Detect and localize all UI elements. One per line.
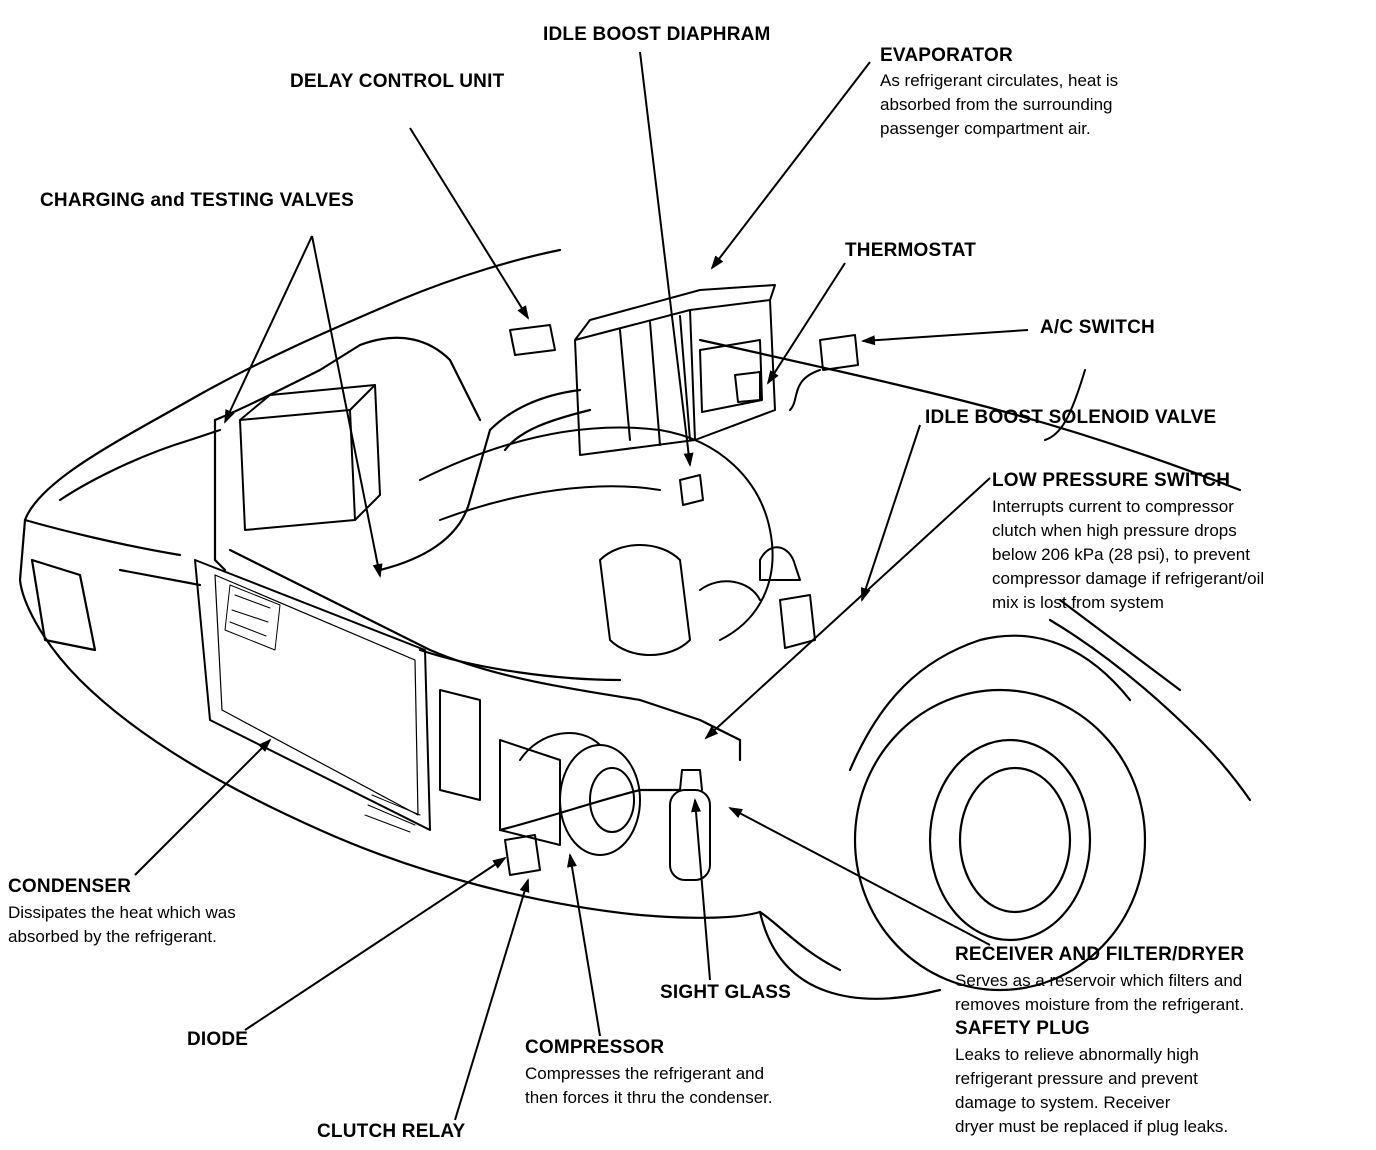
desc-line: passenger compartment air. [880,119,1091,138]
label-ac-switch: A/C SWITCH [1040,317,1155,338]
desc-line: Leaks to relieve abnormally high [955,1045,1199,1064]
desc-line: then forces it thru the condenser. [525,1088,773,1107]
desc-line: mix is lost from system [992,593,1164,612]
desc-evaporator: As refrigerant circulates, heat is absor… [880,69,1118,141]
desc-compressor: Compresses the refrigerant and then forc… [525,1062,773,1110]
desc-line: Compresses the refrigerant and [525,1064,765,1083]
desc-line: As refrigerant circulates, heat is [880,71,1119,90]
desc-line: below 206 kPa (28 psi), to prevent [992,545,1250,564]
desc-line: absorbed from the surrounding [880,95,1113,114]
label-safety-plug: SAFETY PLUG [955,1018,1090,1039]
desc-line: Serves as a reservoir which filters and [955,971,1243,990]
car-body [18,248,1252,972]
desc-line: refrigerant pressure and prevent [955,1069,1198,1088]
desc-low-pressure-switch: Interrupts current to compressor clutch … [992,495,1264,615]
label-condenser: CONDENSER [8,876,132,897]
evaporator-box [574,284,776,456]
desc-line: absorbed by the refrigerant. [8,927,217,946]
desc-line: removes moisture from the refrigerant. [955,995,1245,1014]
label-charging-testing-valves: CHARGING and TESTING VALVES [40,190,354,211]
desc-safety-plug: Leaks to relieve abnormally high refrige… [955,1043,1228,1139]
label-thermostat: THERMOSTAT [845,240,977,261]
desc-line: dryer must be replaced if plug leaks. [955,1117,1229,1136]
label-idle-boost-solenoid-valve: IDLE BOOST SOLENOID VALVE [925,407,1217,428]
label-delay-control-unit: DELAY CONTROL UNIT [290,71,505,92]
desc-receiver-filter-dryer: Serves as a reservoir which filters and … [955,969,1244,1017]
desc-line: Interrupts current to compressor [992,497,1234,516]
desc-line: Dissipates the heat which was [8,903,236,922]
label-clutch-relay: CLUTCH RELAY [317,1121,466,1142]
desc-condenser: Dissipates the heat which was absorbed b… [8,901,236,949]
receiver-dryer-unit [669,769,711,881]
label-evaporator: EVAPORATOR [880,45,1013,66]
desc-line: clutch when high pressure drops [992,521,1237,540]
label-idle-boost-diaphram: IDLE BOOST DIAPHRAM [543,24,771,45]
label-diode: DIODE [187,1029,249,1050]
small-components [504,324,1086,876]
refrigerant-lines [213,336,742,832]
compressor-unit [439,689,641,856]
front-wheel [758,634,1147,1000]
condenser-unit [194,559,431,833]
label-sight-glass: SIGHT GLASS [660,982,791,1003]
desc-line: compressor damage if refrigerant/oil [992,569,1265,588]
engine-block [239,384,801,656]
label-low-pressure-switch: LOW PRESSURE SWITCH [992,470,1231,491]
label-compressor: COMPRESSOR [525,1037,665,1058]
label-receiver-filter-dryer: RECEIVER AND FILTER/DRYER [955,944,1245,965]
desc-line: damage to system. Receiver [955,1093,1171,1112]
leader-lines [134,51,1029,1121]
